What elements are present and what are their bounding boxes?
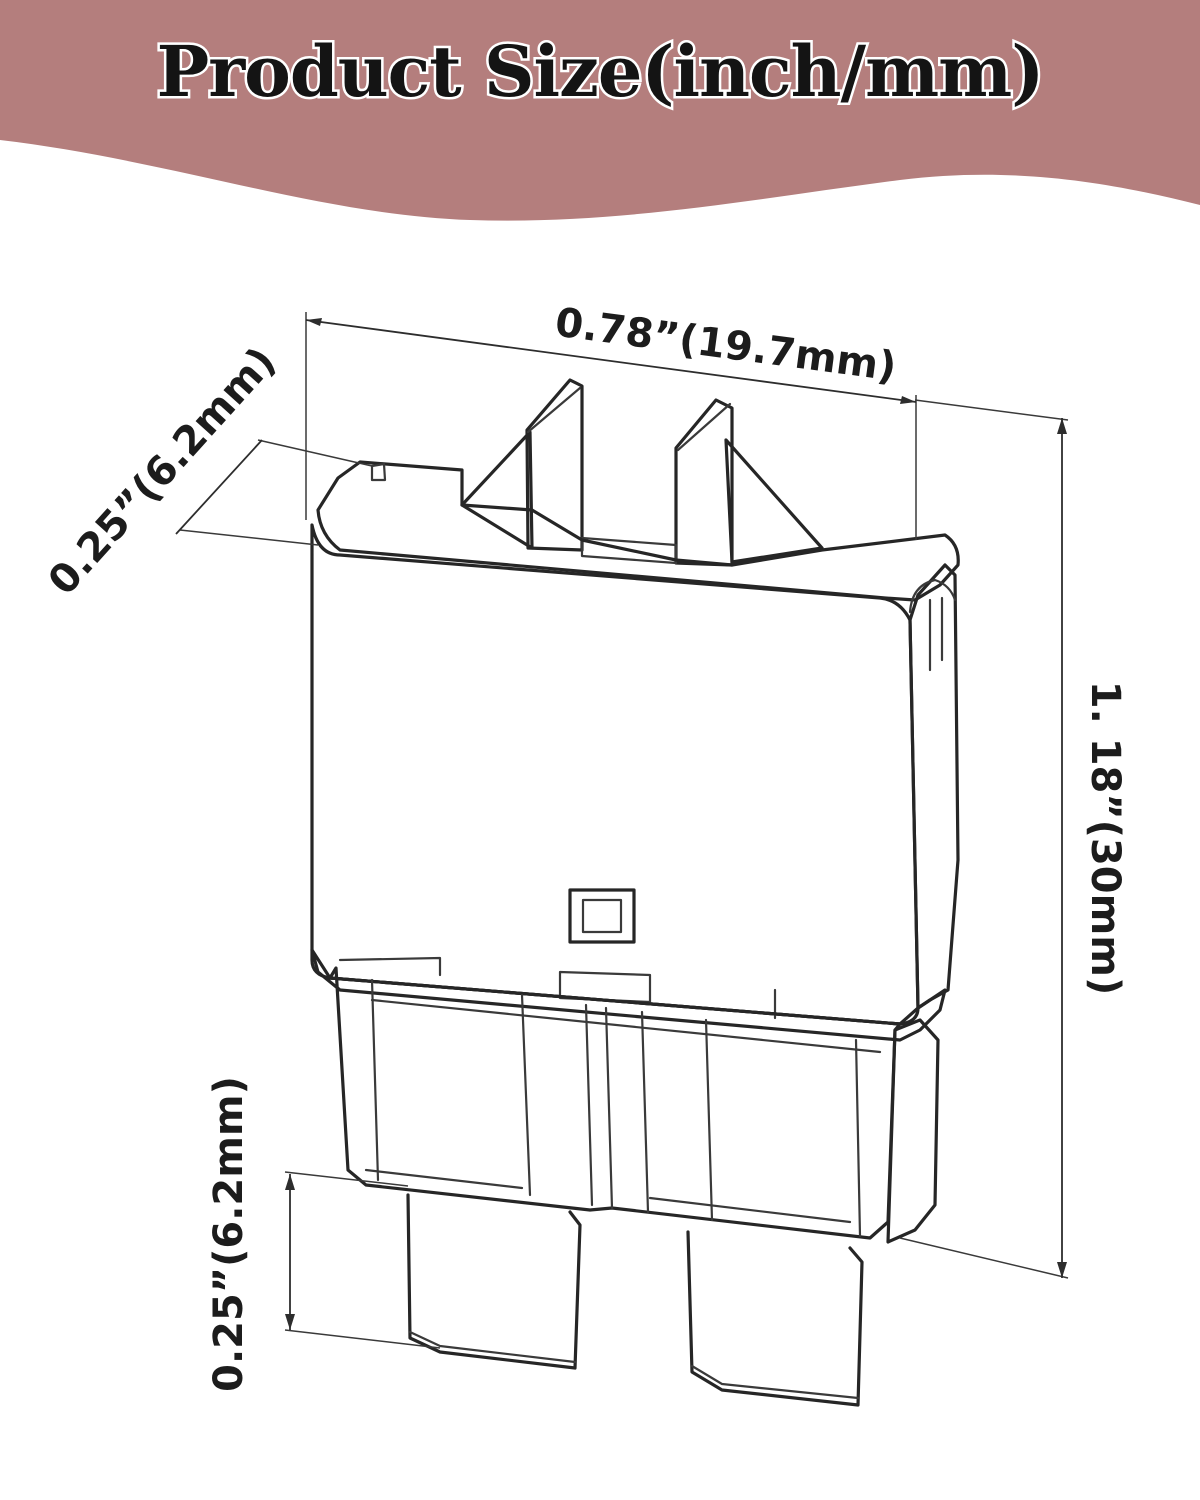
terminal-shroud [328,966,902,1240]
top-clip-right [674,398,824,567]
shroud-side [886,1018,940,1244]
thickness-label: 0.25”(6.2mm) [40,339,285,604]
terminal-dimension: 0.25”(6.2mm) [206,1076,441,1392]
housing-side [908,563,960,1010]
top-clip-left [460,378,584,552]
header-band [0,0,1200,221]
top-slot [580,536,678,565]
blade-terminal-left [406,1193,582,1370]
breaker-drawing [310,378,960,1407]
width-dimension: 0.78”(19.7mm) [305,300,917,540]
housing-front [310,523,920,1026]
blade-terminal-right [686,1230,864,1407]
page-title: Product Size(inch/mm) [157,30,1044,113]
height-label: 1. 18”(30mm) [1082,681,1128,996]
thickness-dimension: 0.25”(6.2mm) [40,339,373,604]
terminal-label: 0.25”(6.2mm) [206,1076,252,1392]
height-dimension: 1. 18”(30mm) [899,399,1128,1279]
housing-top-rim [316,460,960,602]
status-window [568,888,636,944]
